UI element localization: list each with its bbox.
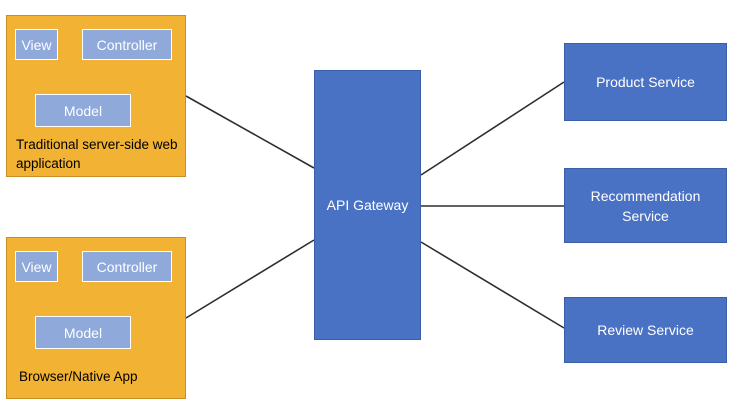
view-box: View: [15, 29, 58, 60]
review-service-box: Review Service: [564, 297, 727, 363]
model-box: Model: [35, 94, 131, 127]
client-browser-native-app: View Controller Model Browser/Native App: [6, 237, 186, 399]
connector-client-bottom-to-gateway: [185, 239, 315, 319]
view-box: View: [15, 251, 58, 282]
recommendation-service-label: Recommendation Service: [590, 187, 701, 224]
connector-client-top-to-gateway: [185, 95, 315, 169]
model-box: Model: [35, 316, 131, 349]
connector-gateway-to-product: [420, 81, 565, 176]
connector-gateway-to-review: [420, 241, 565, 329]
product-service-box: Product Service: [564, 43, 727, 121]
client-caption: Traditional server-side web application: [16, 137, 178, 171]
review-service-label: Review Service: [597, 322, 694, 338]
client-server-side-web-app: View Controller Model Traditional server…: [6, 15, 186, 177]
controller-box: Controller: [82, 29, 172, 60]
api-gateway-label: API Gateway: [326, 197, 409, 213]
recommendation-service-box: Recommendation Service: [564, 168, 727, 243]
product-service-label: Product Service: [596, 74, 695, 90]
client-caption: Browser/Native App: [19, 369, 138, 384]
controller-box: Controller: [82, 251, 172, 282]
api-gateway-box: API Gateway: [314, 70, 421, 340]
